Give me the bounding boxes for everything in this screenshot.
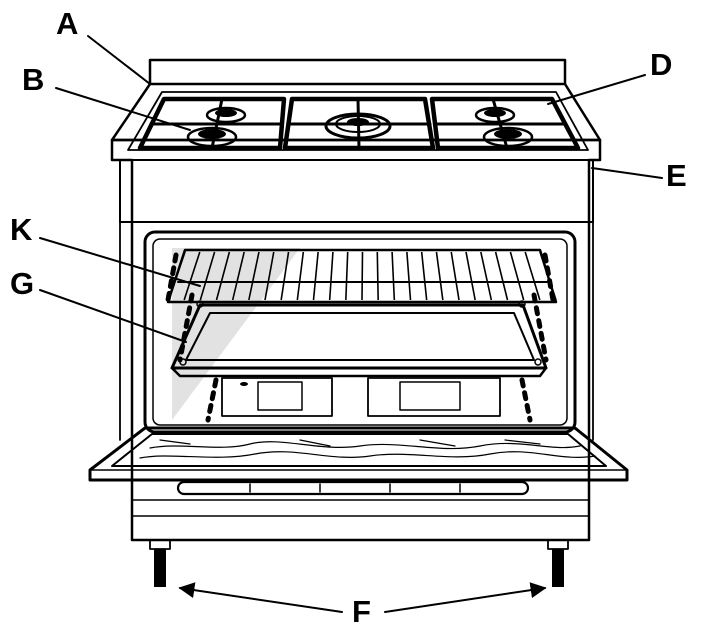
shelf-rod [231,251,245,301]
shelf-rod [539,251,557,301]
shelf-rod [345,251,349,301]
shelf-rod [328,251,334,301]
shelf-rod [215,251,231,301]
shelf-rod [264,251,275,301]
burner-center [324,112,392,140]
burner-front-right [482,126,534,148]
oven-cavity [143,230,577,434]
shelf-rods [167,251,557,301]
shelf-rod [296,251,305,301]
shelf-rod [312,251,319,301]
callout-e: E [666,158,687,193]
wire-shelf [166,248,558,304]
callout-g: G [10,266,34,301]
shelf-rod [361,251,364,301]
shelf-rod [480,251,493,301]
oven-door [88,426,629,496]
shelf-rod [376,251,379,301]
shelf-rod [183,251,201,301]
shelf-rod [167,251,186,301]
burner-front-left [186,126,238,148]
control-panel [119,159,594,223]
foot-right [552,549,564,587]
shelf-rod [248,251,260,301]
shelf-rod [465,251,476,301]
shelf-rod [280,251,290,301]
burner-rear-right [474,106,516,124]
leader-lines [39,35,663,613]
shelf-rod [391,251,396,301]
backguard-panel [148,58,567,86]
shelf-runners-right [519,252,556,423]
shelf-rod [199,251,216,301]
burner-rear-left [205,106,247,124]
shelf-rod [494,251,509,301]
shelf-rod [406,251,412,301]
callout-d: D [650,47,672,82]
shelf-rod [435,251,444,301]
shelf-rod [450,251,460,301]
callout-f: F [352,594,371,629]
callout-b: B [22,62,44,97]
shelf-rod [420,251,428,301]
callout-k: K [10,212,33,247]
foot-left [154,549,166,587]
plinth [131,499,590,517]
callout-a: A [56,6,78,41]
baking-tray [170,300,548,378]
shelf-rod [524,251,541,301]
shelf-rod [509,251,525,301]
